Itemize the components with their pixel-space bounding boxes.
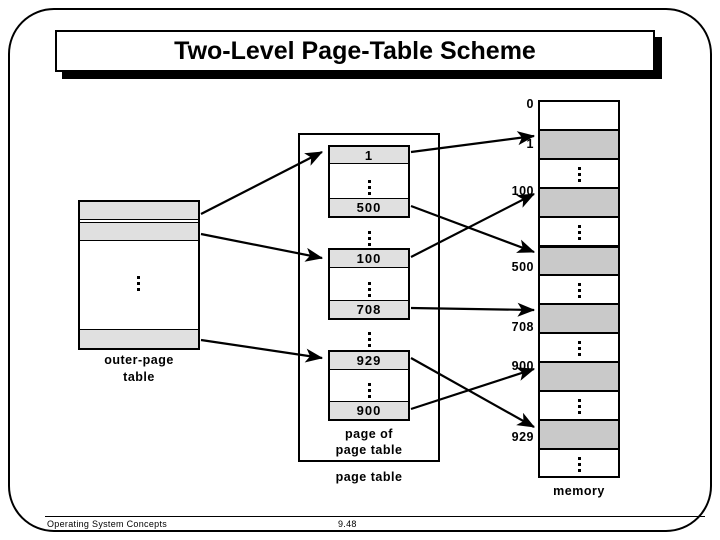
outer-page-table-label-line1: outer-page bbox=[104, 353, 174, 367]
outer-page-table-label-line2: table bbox=[123, 370, 155, 384]
arrow-outer4-to-page3 bbox=[200, 338, 324, 363]
memory-label: memory bbox=[553, 484, 605, 498]
memory-address-label-0: 0 bbox=[526, 97, 534, 111]
arrow-page3entry929-to-memory929 bbox=[410, 357, 535, 428]
footer-slide-number: 9.48 bbox=[338, 519, 357, 529]
arrow-outer2-to-page2 bbox=[200, 232, 324, 262]
arrow-page2entry708-to-memory708 bbox=[410, 302, 536, 317]
page-title: Two-Level Page-Table Scheme bbox=[174, 36, 536, 65]
memory-frame-900[interactable] bbox=[539, 362, 619, 391]
arrow-outer1-to-page1 bbox=[200, 151, 323, 215]
title-box: Two-Level Page-Table Scheme bbox=[55, 30, 655, 72]
page-1-entry-bottom[interactable]: 500 bbox=[329, 198, 409, 217]
memory-frame-708[interactable] bbox=[539, 304, 619, 333]
memory-frame-0[interactable] bbox=[539, 101, 619, 130]
footer-course-title: Operating System Concepts bbox=[47, 519, 168, 529]
page-2-entry-top[interactable]: 100 bbox=[329, 249, 409, 268]
memory-address-label-708: 708 bbox=[511, 320, 534, 334]
outer-page-table-row-4[interactable] bbox=[79, 329, 199, 349]
memory-address-label-500: 500 bbox=[511, 260, 534, 274]
page-table-label: page table bbox=[335, 470, 403, 484]
footer-divider bbox=[45, 516, 705, 517]
memory-frame-500[interactable] bbox=[539, 246, 619, 275]
memory-address-label-929: 929 bbox=[511, 430, 534, 444]
memory-frame-929[interactable] bbox=[539, 420, 619, 449]
page-3-entry-bottom[interactable]: 900 bbox=[329, 401, 409, 420]
page-of-page-table-label-line1: page of bbox=[345, 427, 393, 441]
outer-page-table-row-2[interactable] bbox=[79, 222, 199, 241]
page-2-entry-bottom[interactable]: 708 bbox=[329, 300, 409, 319]
arrow-page3entry900-to-memory900 bbox=[410, 367, 536, 411]
outer-page-table-row-1[interactable] bbox=[79, 201, 199, 220]
arrow-page1entry1-to-memory1 bbox=[410, 131, 536, 154]
slide-frame bbox=[8, 8, 712, 532]
memory-frame-100[interactable] bbox=[539, 188, 619, 217]
arrow-page2entry100-to-memory100 bbox=[410, 193, 535, 258]
page-of-page-table-label-line2: page table bbox=[335, 443, 403, 457]
memory-frame-1[interactable] bbox=[539, 130, 619, 159]
page-3-entry-top[interactable]: 929 bbox=[329, 351, 409, 370]
arrow-page1entry500-to-memory500 bbox=[410, 204, 536, 254]
page-1-entry-top[interactable]: 1 bbox=[329, 146, 409, 164]
